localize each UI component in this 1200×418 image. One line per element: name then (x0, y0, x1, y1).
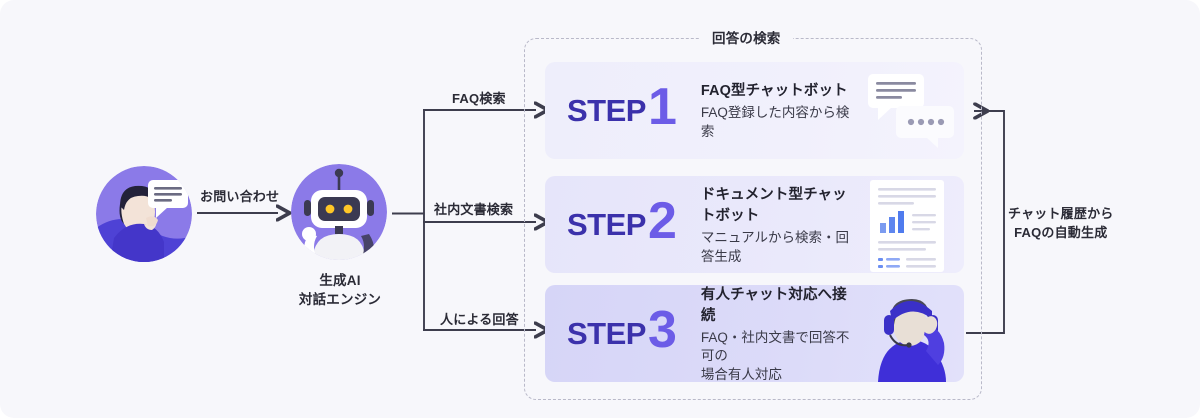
robot-avatar-icon (291, 164, 387, 260)
edge-label-internal-doc-search: 社内文書検索 (434, 202, 514, 217)
step-2-desc: マニュアルから検索・回答生成 (700, 229, 849, 264)
step-3-title: 有人チャット対応へ接続 (700, 286, 847, 324)
edge-label-inquiry: お問い合わせ (200, 189, 280, 204)
edge-label-feedback: チャット履歴から FAQの自動生成 (1008, 206, 1114, 240)
arrow-feedback-loop (966, 111, 1005, 334)
chat-bubbles-icon (860, 62, 964, 159)
step-1-word: STEP (567, 92, 646, 128)
step-card-1[interactable]: STEP 1 FAQ型チャットボット FAQ登録した内容から検索 (545, 62, 964, 159)
edge-label-faq-search: FAQ検索 (452, 91, 506, 106)
person-chat-avatar-icon (96, 166, 192, 262)
step-1-number: 1 (647, 78, 677, 137)
step-2-number: 2 (647, 192, 677, 251)
step-1-desc: FAQ登録した内容から検索 (700, 105, 850, 139)
step-card-3[interactable]: STEP 3 有人チャット対応へ接続 FAQ・社内文書で回答不可の 場合有人対応 (545, 285, 964, 382)
engine-label-line1: 生成AI (319, 273, 361, 288)
step-3-word: STEP (567, 315, 646, 351)
step-3-number: 3 (647, 301, 677, 360)
document-chart-icon (860, 176, 964, 273)
engine-label: 生成AI 対話エンジン (278, 271, 402, 309)
step-2-title: ドキュメント型チャットボット (700, 186, 847, 224)
step-3-desc: FAQ・社内文書で回答不可の 場合有人対応 (700, 329, 850, 382)
edge-label-human-answer: 人による回答 (440, 312, 519, 327)
engine-label-line2: 対話エンジン (298, 292, 382, 308)
group-title: 回答の検索 (700, 27, 793, 47)
headset-agent-icon (860, 285, 964, 382)
step-2-word: STEP (567, 206, 646, 242)
step-card-2[interactable]: STEP 2 ドキュメント型チャットボット マニュアルから検索・回答生成 (545, 176, 964, 273)
step-1-title: FAQ型チャットボット (700, 83, 848, 100)
